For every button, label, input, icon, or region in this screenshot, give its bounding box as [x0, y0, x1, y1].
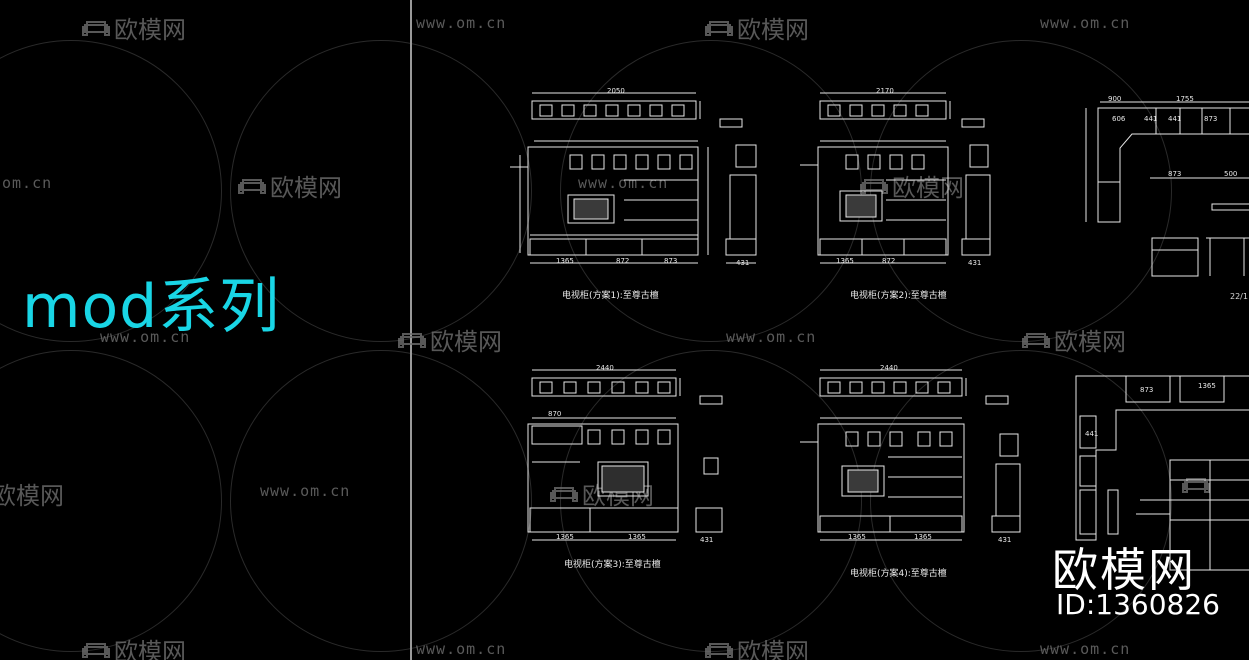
- page-title: mod系列: [22, 272, 281, 342]
- dimension-label: 606: [1112, 115, 1126, 123]
- dimension-label: 1755: [1176, 95, 1194, 103]
- watermark-url: www.om.cn: [100, 328, 191, 346]
- dimension-label: 500: [1224, 170, 1238, 178]
- sofa-icon: [398, 332, 426, 348]
- dimension-label: 2050: [607, 87, 625, 95]
- cad-plan-bottom-right[interactable]: [1070, 370, 1249, 590]
- sofa-icon: [705, 642, 733, 658]
- watermark-logo: 欧模网: [398, 322, 502, 357]
- watermark-url: www.om.cn: [1040, 640, 1131, 658]
- cad-plan-top-right[interactable]: [1070, 92, 1249, 292]
- dimension-label: 2440: [596, 364, 614, 372]
- cad-drawing-tv-cabinet-1[interactable]: [500, 85, 780, 285]
- watermark-logo: 欧模网: [238, 168, 342, 203]
- watermark-logo: [1182, 476, 1210, 494]
- sofa-icon: [82, 20, 110, 36]
- dimension-label: 873: [1204, 115, 1218, 123]
- drawing-caption: 电视柜(方案4):至尊古檀: [850, 569, 947, 579]
- watermark-circle: [870, 350, 1172, 652]
- dimension-label: 441: [1168, 115, 1182, 123]
- dimension-label: 1365: [836, 257, 854, 265]
- dimension-label: 1365: [914, 533, 932, 541]
- dimension-label: 2440: [880, 364, 898, 372]
- drawing-caption: 电视柜(方案3):至尊古檀: [564, 560, 661, 570]
- dimension-label: 431: [968, 259, 982, 267]
- dimension-label: 1365: [628, 533, 646, 541]
- sofa-icon: [238, 178, 266, 194]
- watermark-logo: 欧模网: [1022, 322, 1126, 357]
- cad-drawing-tv-cabinet-2[interactable]: [790, 85, 1020, 285]
- brand-badge: 欧模网: [1052, 543, 1196, 597]
- cad-drawing-tv-cabinet-3[interactable]: [510, 362, 740, 562]
- watermark-circle: [230, 40, 532, 342]
- watermark-url: www.om.cn: [416, 14, 507, 32]
- dimension-label: 2170: [876, 87, 894, 95]
- dimension-label: 441: [1085, 430, 1099, 438]
- dimension-label: 870: [548, 410, 562, 418]
- watermark-circle: [230, 350, 532, 652]
- watermark-logo: 欧模网: [0, 482, 64, 510]
- dimension-label: 900: [1108, 95, 1122, 103]
- watermark-url: om.cn: [2, 174, 53, 192]
- sofa-icon: [1182, 478, 1210, 493]
- sofa-icon: [860, 178, 888, 194]
- model-id-badge: ID:1360826: [1056, 588, 1220, 621]
- watermark-url: www.om.cn: [726, 328, 817, 346]
- sofa-icon: [82, 642, 110, 658]
- watermark-url: www.om.cn: [416, 640, 507, 658]
- dimension-label: 431: [736, 259, 750, 267]
- dimension-label: 873: [1140, 386, 1154, 394]
- watermark-url: www.om.cn: [578, 174, 669, 192]
- dimension-label: 1365: [848, 533, 866, 541]
- drawing-caption: 电视柜(方案1):至尊古檀: [562, 291, 659, 301]
- dimension-label: 1365: [556, 533, 574, 541]
- sofa-icon: [550, 486, 578, 502]
- dimension-label: 873: [664, 257, 678, 265]
- cad-drawing-tv-cabinet-4[interactable]: [790, 362, 1050, 562]
- watermark-logo: 欧模网: [82, 632, 186, 660]
- dimension-label: 1365: [1198, 382, 1216, 390]
- dimension-label: 431: [700, 536, 714, 544]
- panel-divider[interactable]: [410, 0, 412, 660]
- drawing-caption: 电视柜(方案2):至尊古檀: [850, 291, 947, 301]
- dimension-label: 873: [1168, 170, 1182, 178]
- watermark-url: www.om.cn: [1040, 14, 1131, 32]
- dimension-label: 22/1: [1230, 292, 1248, 301]
- watermark-logo: 欧模网: [705, 10, 809, 45]
- watermark-logo: 欧模网: [82, 10, 186, 45]
- sofa-icon: [705, 20, 733, 36]
- dimension-label: 431: [998, 536, 1012, 544]
- watermark-logo: 欧模网: [705, 632, 809, 660]
- sofa-icon: [1022, 332, 1050, 348]
- watermark-logo: 欧模网: [860, 168, 964, 203]
- watermark-url: www.om.cn: [260, 482, 351, 500]
- dimension-label: 872: [616, 257, 630, 265]
- dimension-label: 872: [882, 257, 896, 265]
- dimension-label: 441: [1144, 115, 1158, 123]
- dimension-label: 1365: [556, 257, 574, 265]
